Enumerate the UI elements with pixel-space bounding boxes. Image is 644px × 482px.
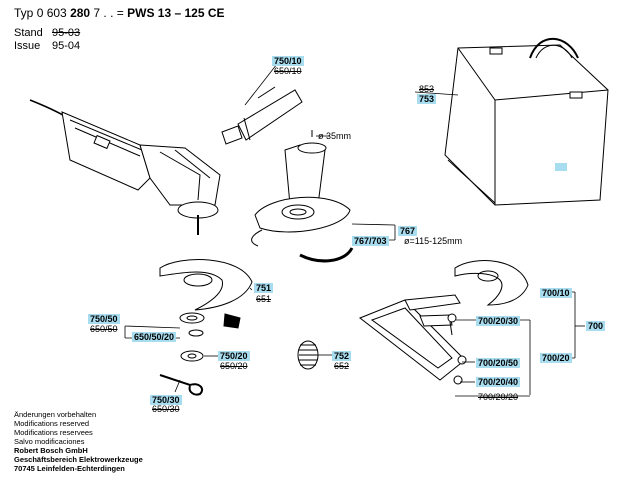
label-650-30: 650/30 (152, 404, 180, 414)
note-diameter-115-125: ø=115-125mm (404, 236, 463, 246)
typ-suffix: 7 . . = (90, 6, 128, 20)
footer-line: Änderungen vorbehalten (14, 410, 97, 419)
label-752: 752 (332, 351, 352, 361)
issue-value: 95-04 (52, 40, 81, 52)
stand-value: 95-03 (52, 27, 81, 39)
model-name: PWS 13 – 125 CE (127, 6, 225, 20)
label-750-50: 750/50 (88, 314, 120, 324)
typ-number-plain: 0 603 (36, 6, 71, 20)
footer-line: Modifications reserved (14, 419, 90, 428)
issue-label: Issue (14, 40, 41, 52)
note-diameter-35: ø 35mm (318, 131, 352, 141)
label-700-20-20: 700/20/20 (478, 392, 519, 402)
mounting-flange (179, 312, 241, 337)
label-650-50-20: 650/50/20 (132, 332, 177, 342)
footer-line: Modifications reservees (14, 428, 93, 437)
side-handle (221, 86, 303, 145)
company-address: 70745 Leinfelden-Echterdingen (14, 464, 125, 473)
label-767: 767 (398, 226, 418, 236)
label-651: 651 (256, 294, 272, 304)
quick-clamp-nut (297, 340, 319, 370)
carrying-case (444, 37, 609, 206)
typ-label: Typ (14, 6, 34, 20)
label-700: 700 (586, 321, 606, 331)
company-name: Robert Bosch GmbH (14, 446, 88, 455)
label-700-10: 700/10 (540, 288, 572, 298)
stand-line: Stand 95-03 (14, 27, 80, 39)
label-750-10: 750/10 (272, 56, 304, 66)
label-652: 652 (334, 361, 350, 371)
company-division: Geschäftsbereich Elektrowerkzeuge (14, 455, 143, 464)
label-750-30: 750/30 (150, 395, 182, 405)
label-700-20-30: 700/20/30 (476, 316, 521, 326)
label-650-50: 650/50 (90, 324, 118, 334)
guide-sled-guard (454, 260, 529, 306)
typ-number-bold: 280 (70, 6, 91, 20)
angle-grinder-body (61, 111, 221, 235)
label-750-20: 750/20 (218, 351, 250, 361)
clamping-nut (180, 350, 204, 362)
blank-label-marker (555, 163, 567, 171)
stand-label: Stand (14, 27, 43, 39)
label-753: 753 (417, 94, 437, 104)
extraction-guard (251, 142, 354, 263)
label-767-703: 767/703 (352, 236, 389, 246)
wheel-guard (159, 259, 253, 311)
label-700-20-50: 700/20/50 (476, 358, 521, 368)
label-751: 751 (254, 283, 274, 293)
footer-line: Salvo modificaciones (14, 437, 85, 446)
guide-sled (359, 294, 466, 381)
label-853: 853 (419, 84, 435, 94)
title-line: Typ 0 603 280 7 . . = PWS 13 – 125 CE (14, 6, 225, 20)
issue-line: Issue 95-04 (14, 40, 80, 52)
pin-spanner (159, 374, 204, 396)
label-650-10: 650/10 (274, 66, 302, 76)
label-650-20: 650/20 (220, 361, 248, 371)
footer-notes: Änderungen vorbehalten Modifications res… (14, 410, 143, 473)
label-700-20-40: 700/20/40 (476, 377, 521, 387)
label-700-20: 700/20 (540, 353, 572, 363)
